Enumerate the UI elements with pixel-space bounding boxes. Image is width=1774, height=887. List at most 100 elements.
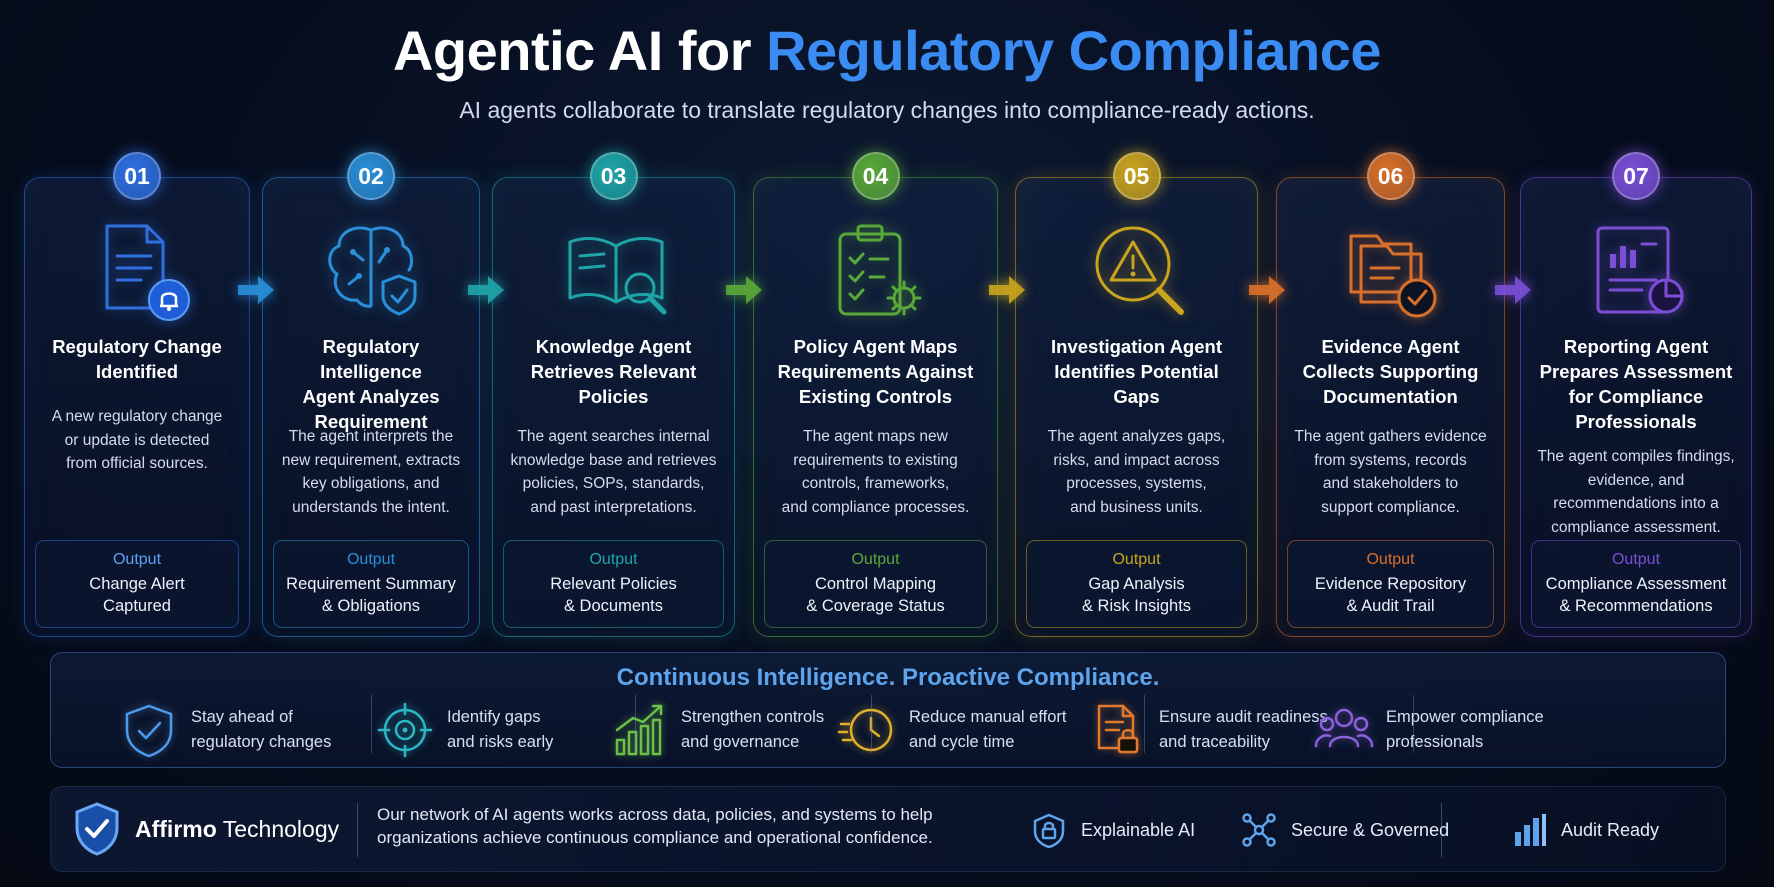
brand-name: Affirmo Technology xyxy=(135,816,339,843)
benefit-item: Identify gaps and risks early xyxy=(375,693,553,767)
flow-arrow-icon xyxy=(988,276,1025,304)
step-card: 04 Policy Agent Maps Requirements Agains… xyxy=(753,152,998,637)
flow-arrow-icon xyxy=(238,276,274,304)
output-label: Output xyxy=(1112,551,1161,568)
target-icon xyxy=(377,702,433,758)
benefit-text: Ensure audit readiness and traceability xyxy=(1159,708,1328,751)
step-icon-wrap xyxy=(1016,216,1257,322)
flow-arrow-icon xyxy=(468,276,504,304)
book-search-icon xyxy=(568,237,666,315)
growth-chart-icon xyxy=(615,704,663,756)
shield-lock-icon xyxy=(1033,813,1065,848)
footer-divider xyxy=(357,803,358,857)
footer-badge: Secure & Governed xyxy=(1241,805,1449,855)
step-card: 03 Knowledge Agent Retrieves Relevant Po… xyxy=(492,152,735,637)
output-label: Output xyxy=(346,551,396,568)
benefit-divider xyxy=(635,695,636,753)
bar-chart-icon xyxy=(1515,814,1546,846)
output-label: Output xyxy=(589,551,638,568)
report-chart-icon xyxy=(1596,226,1684,314)
title-prefix: Agentic AI for xyxy=(392,19,752,82)
step-title: Knowledge Agent Retrieves Relevant Polic… xyxy=(530,336,697,407)
benefit-text: Empower compliance professionals xyxy=(1386,708,1544,751)
folders-check-icon xyxy=(1349,234,1436,318)
step-description: The agent gathers evidence from systems,… xyxy=(1294,428,1487,516)
step-title: Investigation Agent Identifies Potential… xyxy=(1051,336,1222,407)
step-description: The agent searches internal knowledge ba… xyxy=(510,428,717,516)
step-description: The agent analyzes gaps, risks, and impa… xyxy=(1047,428,1226,516)
step-icon-wrap xyxy=(754,216,997,322)
step-card: 07 Reporting Agent Prepares Assessment f… xyxy=(1520,152,1752,637)
footer-badge-label: Audit Ready xyxy=(1561,819,1660,840)
people-icon xyxy=(1314,708,1374,748)
step-description: The agent maps new requirements to exist… xyxy=(781,428,970,516)
footer-badge-label: Explainable AI xyxy=(1081,819,1196,840)
step-description: A new regulatory change or update is det… xyxy=(51,408,223,472)
benefit-item: Strengthen controls and governance xyxy=(609,693,824,767)
benefit-item: Ensure audit readiness and traceability xyxy=(1087,693,1328,767)
page-title: Agentic AI for Regulatory Compliance xyxy=(0,18,1774,83)
step-icon-wrap xyxy=(493,216,734,322)
output-label: Output xyxy=(851,551,900,568)
brain-shield-icon xyxy=(328,226,417,316)
benefit-text: Stay ahead of regulatory changes xyxy=(191,708,332,751)
footer-badge: Audit Ready xyxy=(1511,805,1659,855)
output-value: Evidence Repository & Audit Trail xyxy=(1314,575,1467,615)
output-label: Output xyxy=(1611,551,1661,568)
benefit-item: Empower compliance professionals xyxy=(1314,693,1544,767)
step-number: 07 xyxy=(1612,152,1660,200)
footer-divider xyxy=(1441,803,1442,857)
benefit-divider xyxy=(871,695,872,753)
fast-clock-icon xyxy=(837,708,893,752)
step-number: 03 xyxy=(589,152,638,200)
benefit-item: Stay ahead of regulatory changes xyxy=(119,693,331,767)
benefit-divider xyxy=(1413,695,1414,753)
shield-check-icon xyxy=(75,802,119,856)
output-label: Output xyxy=(112,551,162,568)
step-number: 02 xyxy=(347,152,395,200)
document-bell-icon xyxy=(105,224,190,321)
benefit-text: Identify gaps and risks early xyxy=(447,708,554,751)
step-number: 05 xyxy=(1112,152,1161,200)
brand-name-bold: Affirmo xyxy=(135,815,217,842)
step-card: 02 Regulatory Intelligence Agent Analyze… xyxy=(262,152,480,637)
shield-check-icon xyxy=(125,704,173,758)
step-title: Regulatory Intelligence Agent Analyzes R… xyxy=(302,336,440,432)
benefit-item: Reduce manual effort and cycle time xyxy=(837,693,1066,767)
network-icon xyxy=(1242,813,1276,847)
footer-text: Our network of AI agents works across da… xyxy=(377,805,933,847)
step-icon-wrap xyxy=(1277,216,1504,322)
step-number: 06 xyxy=(1366,152,1415,200)
brand: Affirmo Technology xyxy=(73,799,339,859)
step-description: The agent compiles findings, evidence, a… xyxy=(1537,448,1735,536)
brand-name-rest: Technology xyxy=(216,815,340,842)
benefits-banner: Continuous Intelligence. Proactive Compl… xyxy=(50,652,1726,768)
step-number: 01 xyxy=(113,152,161,200)
output-value: Relevant Policies & Documents xyxy=(550,575,677,615)
step-number: 04 xyxy=(851,152,900,200)
step-card: 01 Regulatory Change Identified A new reg… xyxy=(24,152,250,637)
step-icon-wrap xyxy=(263,216,479,322)
step-card: 05 Investigation Agent Identifies Potent… xyxy=(1015,152,1258,637)
step-title: Reporting Agent Prepares Assessment for … xyxy=(1539,336,1733,432)
output-value: Requirement Summary & Obligations xyxy=(286,575,456,615)
benefit-text: Strengthen controls and governance xyxy=(681,708,825,751)
benefit-divider xyxy=(1144,695,1145,753)
warning-search-icon xyxy=(1095,226,1184,315)
footer-badge: Explainable AI xyxy=(1031,805,1195,855)
flow-arrow-icon xyxy=(1494,276,1531,304)
clipboard-gear-icon xyxy=(838,224,921,316)
step-icon-wrap xyxy=(1521,216,1751,322)
step-icon-wrap xyxy=(25,216,249,322)
step-title: Regulatory Change Identified xyxy=(52,336,222,382)
step-title: Evidence Agent Collects Supporting Docum… xyxy=(1302,336,1479,407)
output-value: Control Mapping & Coverage Status xyxy=(806,575,945,615)
footer-badge-label: Secure & Governed xyxy=(1291,819,1450,840)
